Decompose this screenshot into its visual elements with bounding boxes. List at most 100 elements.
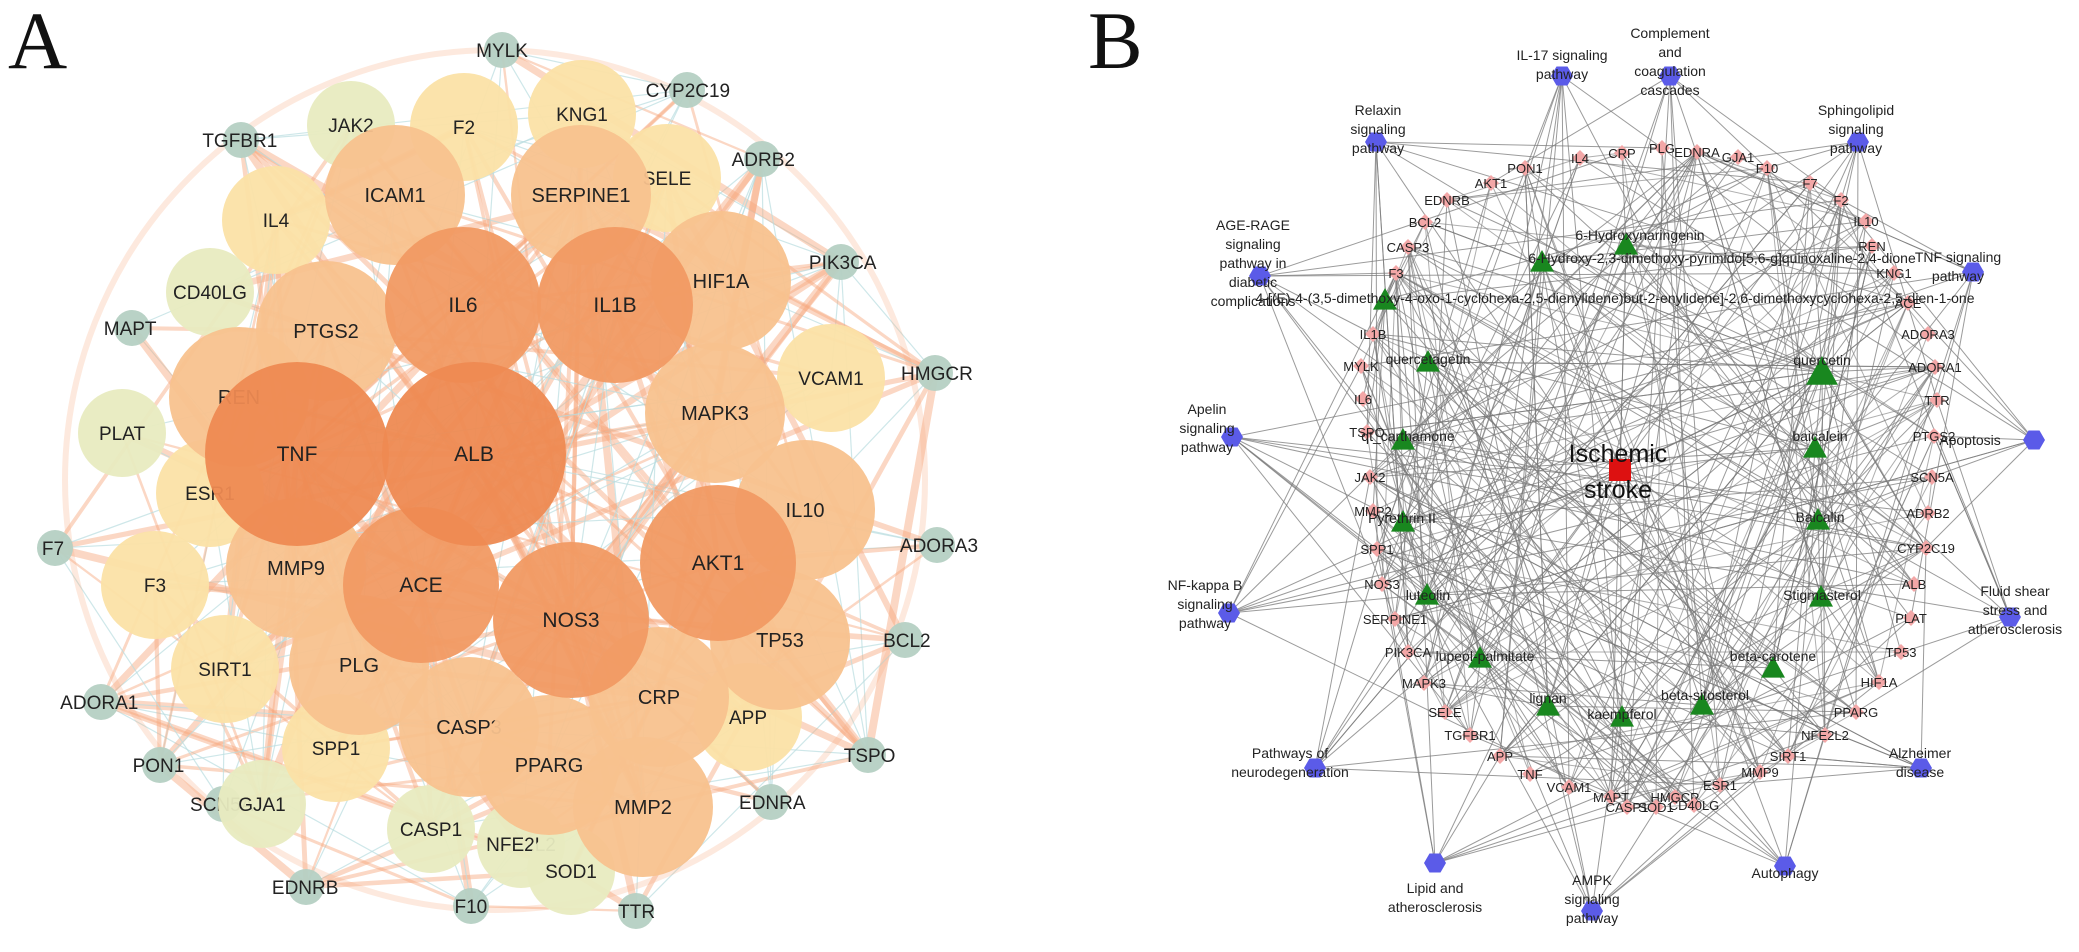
target-diamond [1927, 359, 1943, 375]
pathway-hexagon [1221, 427, 1243, 447]
edge-target-target [1759, 333, 1929, 773]
target-label: MAPT [1593, 790, 1629, 805]
edge-compound-target [1696, 151, 1822, 598]
node-circle [887, 622, 923, 658]
target-label: ADORA1 [1908, 360, 1961, 375]
edge-compound-target [1402, 366, 1936, 523]
edge-pathway-target [1366, 141, 1377, 433]
edge-compound-target [1610, 716, 1623, 798]
node-bcl2: BCL2 [883, 622, 931, 658]
node-circle [385, 227, 541, 383]
edge-pathway-target [1434, 796, 1676, 864]
target-label: F10 [1756, 161, 1778, 176]
edge-pathway-target [1228, 272, 1397, 614]
target-f3: F3 [1388, 265, 1404, 281]
edge-compound-target [1402, 439, 1789, 757]
node-label: MMP9 [267, 558, 325, 580]
edge-target-target [1787, 476, 1933, 757]
node-label: CASP1 [400, 820, 462, 841]
edge-pathway-target [1840, 141, 1859, 201]
edge-target-target [1568, 167, 1768, 788]
edge-pathway-target [1231, 436, 1676, 798]
edge-target-target [1766, 167, 1929, 514]
edge-pathway-target [1787, 755, 1922, 769]
ppi-edge [864, 372, 939, 756]
target-mmp9: MMP9 [1741, 764, 1779, 780]
node-circle [171, 615, 279, 723]
target-label: TTR [1924, 393, 1949, 408]
target-label: IL6 [1354, 392, 1372, 407]
edge-pathway-target [1568, 271, 1974, 788]
node-tgfbr1: TGFBR1 [202, 122, 277, 158]
edge-compound-target [1821, 199, 1842, 373]
edge-compound-disease [1619, 244, 1627, 471]
compound-baicalin: Baicalin [1795, 508, 1845, 530]
node-label: TGFBR1 [202, 131, 277, 152]
compound-label: lignan [1529, 690, 1566, 706]
target-sirt1: SIRT1 [1770, 748, 1806, 764]
node-mapk3: MAPK3 [645, 343, 785, 483]
edge-compound-target [1424, 221, 1823, 373]
edge-compound-target [1547, 705, 1657, 808]
edge-target-target [1579, 157, 1867, 222]
target-diamond [1929, 392, 1945, 408]
target-diamond [1893, 644, 1909, 660]
edge-target-target [1446, 199, 1927, 549]
target-adora1: ADORA1 [1908, 359, 1962, 375]
target-label: PTGS2 [1913, 429, 1956, 444]
node-circle [484, 32, 520, 68]
edge-compound-target [1395, 272, 1819, 521]
node-circle [917, 355, 953, 391]
edge-compound-target [1394, 361, 1429, 620]
node-adora1: ADORA1 [60, 684, 138, 720]
target-diamond [1416, 675, 1432, 691]
edge-compound-target [1402, 220, 1867, 441]
edge-compound-target [1423, 682, 1549, 707]
compound-label: beta-carotene [1730, 648, 1817, 664]
edge-compound-target [1407, 246, 1816, 449]
edge-target-target [1407, 246, 1612, 798]
node-circle [573, 737, 713, 877]
target-diamond [1353, 358, 1369, 374]
edge-target-target [1376, 548, 1902, 653]
target-diamond [1388, 265, 1404, 281]
edge-pathway-target [1434, 755, 1501, 864]
edge-pathway-target [1855, 616, 2011, 713]
compound-triangle [1690, 693, 1714, 715]
edge-pathway-target [1360, 271, 1974, 367]
edge-compound-target [1407, 651, 1774, 669]
target-bcl2: BCL2 [1409, 214, 1441, 230]
compound-label: baicalein [1792, 428, 1847, 444]
edge-pathway-target [1591, 681, 1880, 912]
node-adora3: ADORA3 [900, 527, 978, 563]
target-label: PLG [1649, 141, 1675, 156]
target-diamond [1437, 704, 1453, 720]
target-diamond [1780, 748, 1796, 764]
target-label: SERPINE1 [1363, 612, 1427, 627]
edge-compound-target [1426, 151, 1698, 596]
target-diamond [1730, 149, 1746, 165]
compound-6-hydroxy-2-3-dimethoxy-pyrimido-5-6-g-quinoxaline-2-4-dione: 6-Hydroxy-2,3-dimethoxy-pyrimido[5,6-g]q… [1528, 250, 1916, 272]
edge-pathway-target [1669, 75, 1880, 683]
edge-compound-disease [1619, 371, 1823, 471]
target-gja1: GJA1 [1722, 149, 1754, 165]
target-label: PON1 [1507, 161, 1542, 176]
target-akt1: AKT1 [1475, 175, 1507, 191]
compound-6-hydroxynaringenin: 6-Hydroxynaringenin [1575, 227, 1705, 255]
target-diamond [1900, 295, 1916, 311]
target-diamond [1871, 674, 1887, 690]
target-label: ALB [1902, 577, 1927, 592]
compound-label: lupeol-palmitate [1436, 648, 1535, 664]
target-label: ESR1 [1703, 778, 1737, 793]
target-scn5a: SCN5A [1910, 469, 1954, 485]
node-label: ADRB2 [732, 150, 795, 171]
node-cyp2c19: CYP2C19 [646, 72, 730, 108]
target-diamond [1654, 140, 1670, 156]
